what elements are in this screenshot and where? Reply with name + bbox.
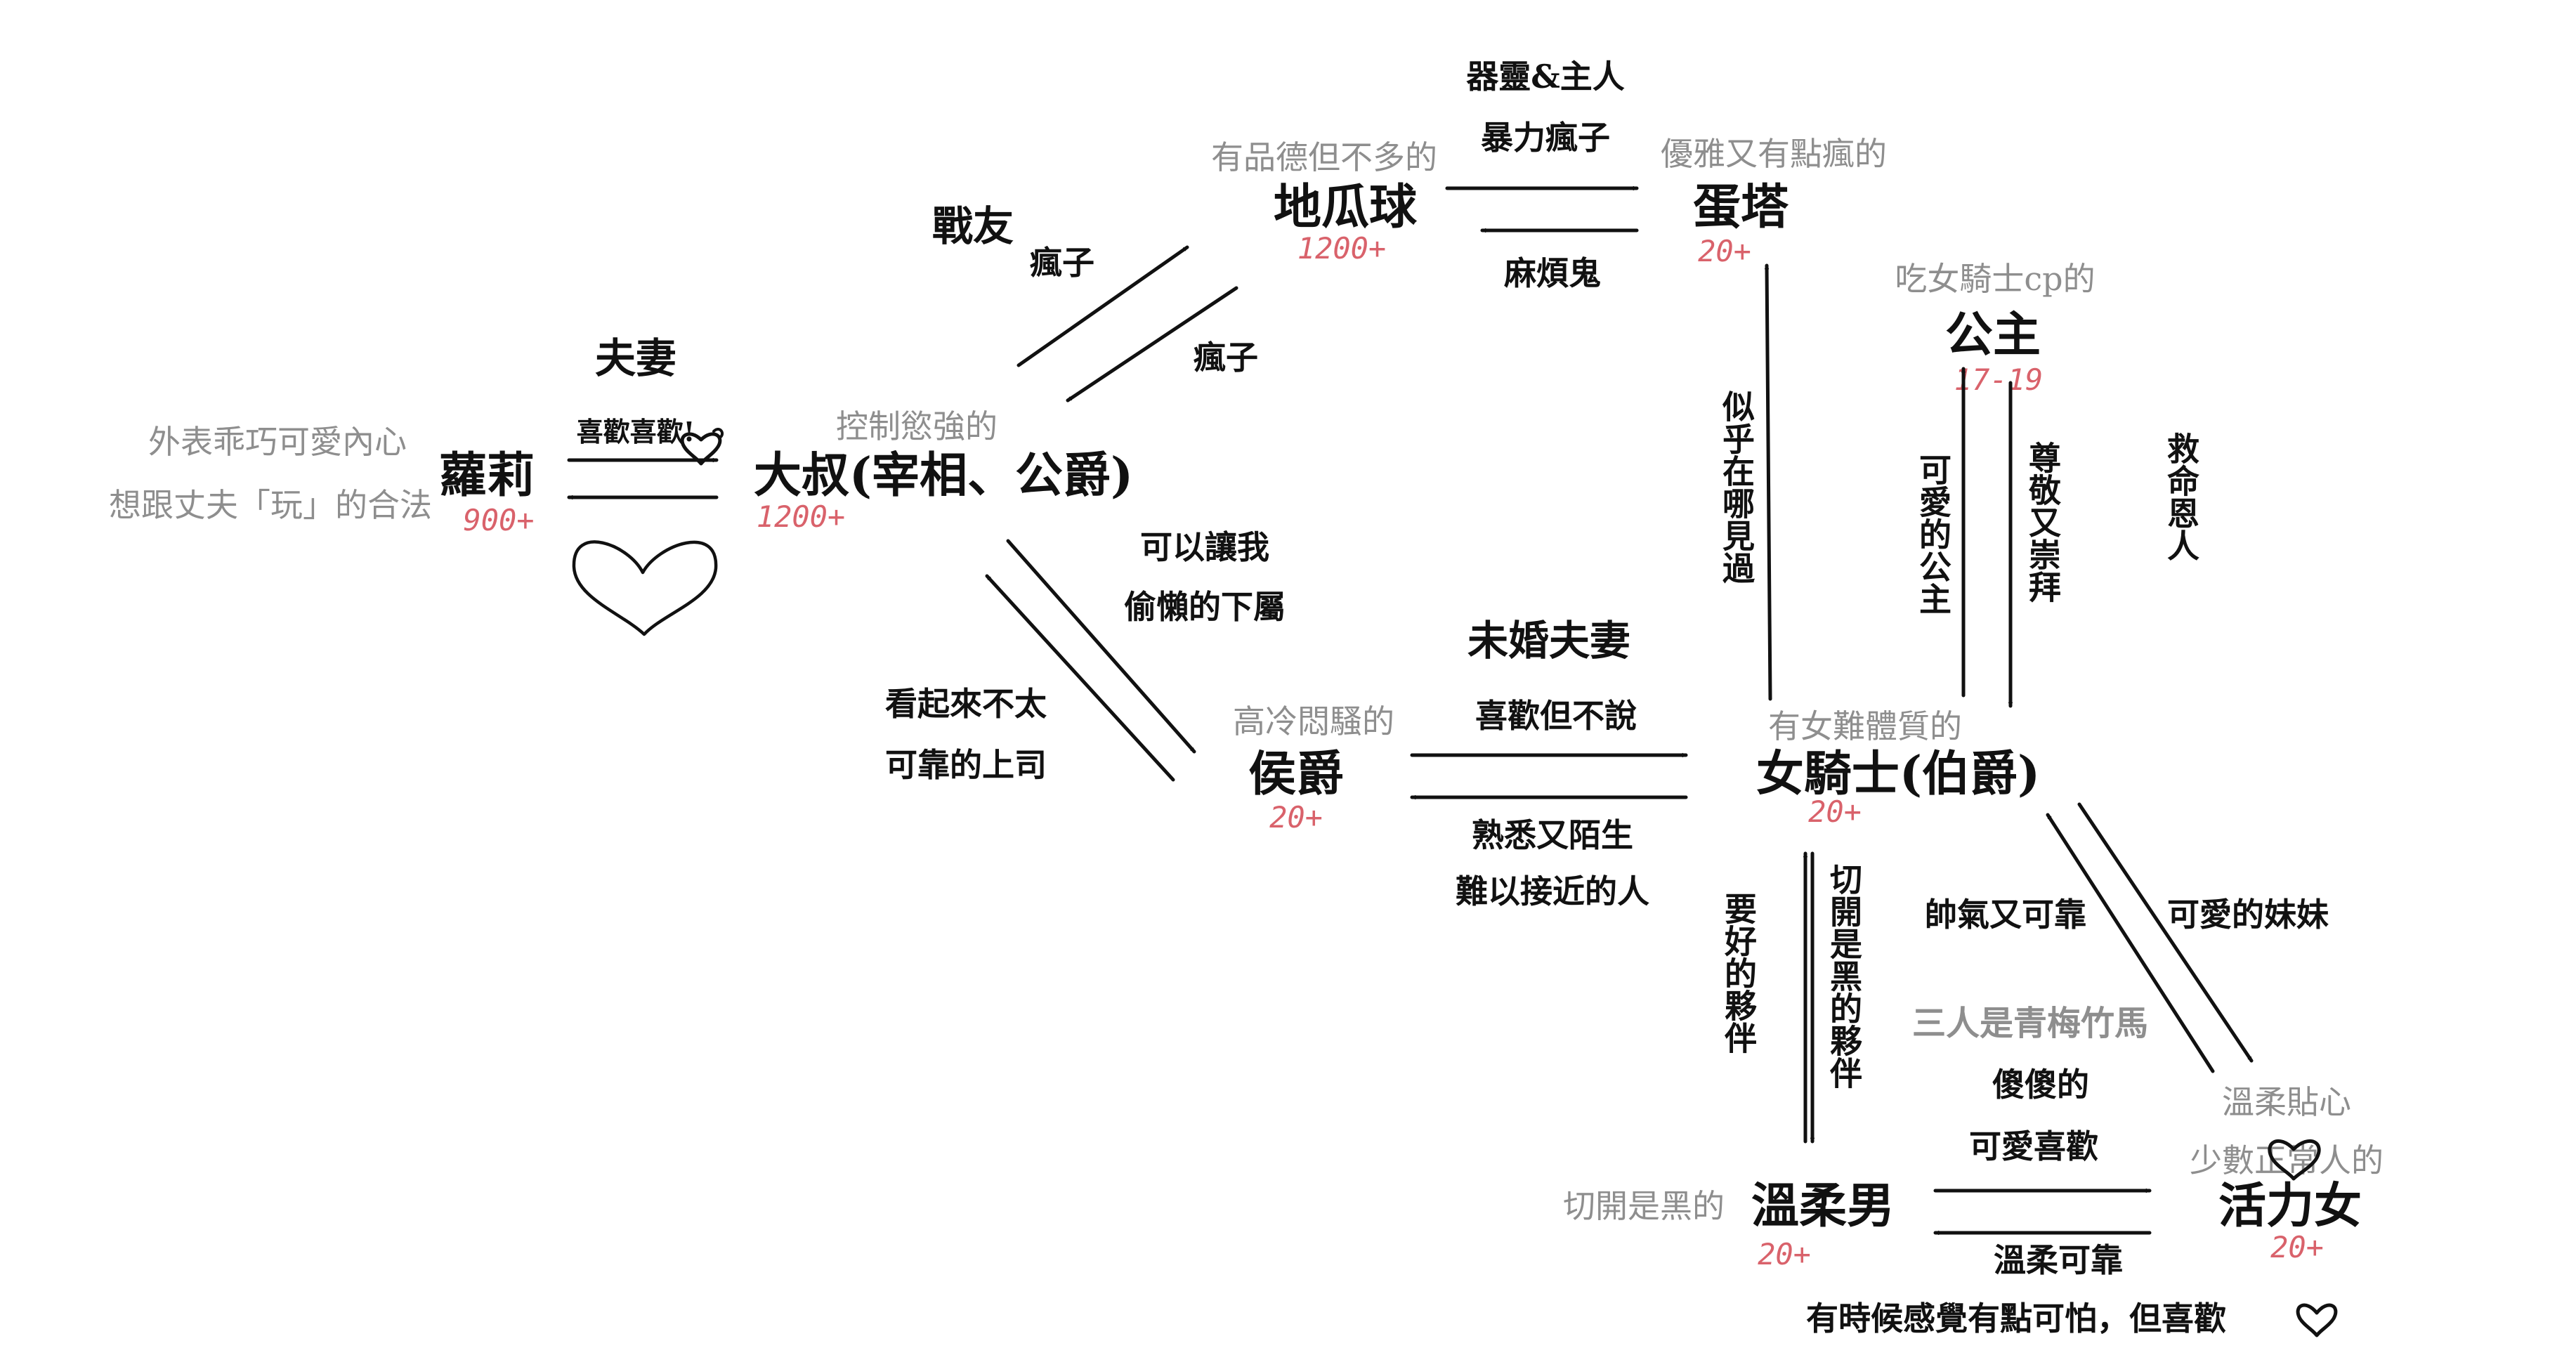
princess-desc: 吃女騎士cp的: [1895, 260, 2095, 298]
label-potato-tart-line1: 器靈&主人: [1466, 58, 1625, 96]
potato-age: 1200+: [1297, 231, 1386, 266]
marquis-desc: 高冷悶騷的: [1233, 702, 1394, 740]
node-potato: 有品德但不多的 地瓜球 1200+: [1211, 138, 1437, 266]
label-marquis-to-uncle-line2: 可靠的上司: [885, 746, 1047, 784]
arrow-knight-to-lively: [2077, 802, 2254, 1063]
arrow-uncle-to-marquis: [1006, 539, 1196, 754]
lively-girl-age: 20+: [2270, 1230, 2324, 1264]
knight-age: 20+: [1808, 794, 1862, 829]
label-gentle-to-lively-line1: 傻傻的: [1992, 1066, 2089, 1104]
knight-name: 女騎士(伯爵): [1756, 746, 2040, 802]
potato-desc: 有品德但不多的: [1211, 138, 1437, 176]
label-knight-to-lively: 可愛的妹妹: [2167, 896, 2329, 934]
label-lively-to-gentle: 溫柔可靠: [1994, 1241, 2123, 1279]
label-fiance: 未婚夫妻: [1467, 617, 1630, 665]
tart-name: 蛋塔: [1693, 179, 1789, 235]
label-lively-to-gentle-extra: 有時候感覺有點可怕，但喜歡: [1806, 1300, 2226, 1337]
heart-icon: [2268, 1139, 2321, 1181]
arrow-lively-to-knight: [2046, 813, 2215, 1073]
label-loli-to-uncle: 喜歡喜歡!: [577, 416, 695, 447]
node-uncle: 控制慾強的 大叔(宰相、公爵) 1200+: [754, 407, 1133, 534]
label-gentle-to-knight: 要好的夥伴: [1720, 892, 1758, 1054]
label-childhood-friends: 三人是青梅竹馬: [1912, 1004, 2148, 1043]
marquis-age: 20+: [1269, 800, 1323, 835]
loli-desc-line1: 外表乖巧可愛內心: [148, 423, 407, 461]
node-gentle-man: 切開是黑的 溫柔男 20+: [1563, 1178, 1895, 1271]
loli-age: 900+: [463, 503, 534, 537]
arrow-knight-to-tart: [1767, 263, 1772, 701]
label-knight-to-princess: 可愛的公主: [1914, 453, 1952, 615]
arrow-uncle-to-potato: [1016, 245, 1189, 367]
node-knight: 有女難體質的 女騎士(伯爵) 20+: [1756, 707, 2040, 829]
gentle-man-age: 20+: [1758, 1237, 1811, 1271]
label-lively-to-knight: 帥氣又可靠: [1925, 896, 2086, 934]
label-uncle-to-marquis-line1: 可以讓我: [1140, 528, 1269, 566]
node-loli: 外表乖巧可愛內心 想跟丈夫「玩」的合法 蘿莉 900+: [109, 423, 535, 537]
node-princess: 吃女騎士cp的 公主 17-19: [1895, 260, 2095, 397]
label-knight-to-tart: 似乎在哪見過: [1718, 390, 1756, 584]
label-uncle-to-marquis-line2: 偷懶的下屬: [1124, 588, 1286, 626]
loli-name: 蘿莉: [439, 447, 535, 504]
label-knight-to-gentle: 切開是黑的夥伴: [1825, 863, 1863, 1089]
label-marquis-to-uncle-line1: 看起來不太: [885, 685, 1047, 723]
gentle-man-desc: 切開是黑的: [1563, 1187, 1725, 1225]
label-potato-tart-line2: 暴力瘋子: [1481, 119, 1610, 157]
gentle-man-name: 溫柔男: [1751, 1178, 1895, 1234]
tart-desc: 優雅又有點瘋的: [1661, 135, 1887, 173]
knight-desc: 有女難體質的: [1768, 707, 1962, 745]
uncle-desc: 控制慾強的: [836, 407, 998, 445]
node-tart: 優雅又有點瘋的 蛋塔 20+: [1661, 135, 1887, 268]
potato-name: 地瓜球: [1274, 179, 1418, 235]
uncle-age: 1200+: [757, 499, 845, 534]
label-tart-to-potato: 麻煩鬼: [1504, 254, 1601, 292]
label-uncle-to-potato: 瘋子: [1030, 244, 1094, 282]
lively-girl-name: 活力女: [2218, 1178, 2362, 1234]
princess-age: 17-19: [1954, 362, 2043, 397]
tart-age: 20+: [1698, 234, 1751, 268]
label-marquis-to-knight: 喜歡但不說: [1475, 697, 1637, 735]
lively-girl-desc-line1: 溫柔貼心: [2222, 1083, 2351, 1121]
label-gentle-to-lively-line2: 可愛喜歡: [1969, 1127, 2098, 1165]
label-princess-to-knight: 尊敬又崇拜: [2024, 441, 2062, 603]
label-savior: 救命恩人: [2162, 432, 2200, 561]
heart-icon: [2296, 1303, 2338, 1337]
princess-name: 公主: [1945, 307, 2041, 363]
node-marquis: 高冷悶騷的 侯爵 20+: [1233, 702, 1394, 835]
heart-icon: [680, 428, 724, 466]
node-lively-girl: 溫柔貼心 少數正常人的 活力女 20+: [2190, 1083, 2384, 1264]
marquis-name: 侯爵: [1248, 746, 1344, 802]
arrow-potato-to-uncle: [1066, 286, 1238, 403]
heart-icon: [572, 540, 718, 636]
arrow-marquis-to-uncle: [985, 574, 1175, 782]
label-couple: 夫妻: [595, 334, 676, 382]
label-knight-to-marquis-line1: 熟悉又陌生: [1472, 816, 1633, 854]
uncle-name: 大叔(宰相、公爵): [754, 447, 1133, 504]
label-potato-to-uncle: 瘋子: [1194, 339, 1258, 377]
loli-desc-line2: 想跟丈夫「玩」的合法: [109, 486, 432, 524]
label-comrades: 戰友: [932, 202, 1014, 250]
label-knight-to-marquis-line2: 難以接近的人: [1456, 872, 1649, 910]
